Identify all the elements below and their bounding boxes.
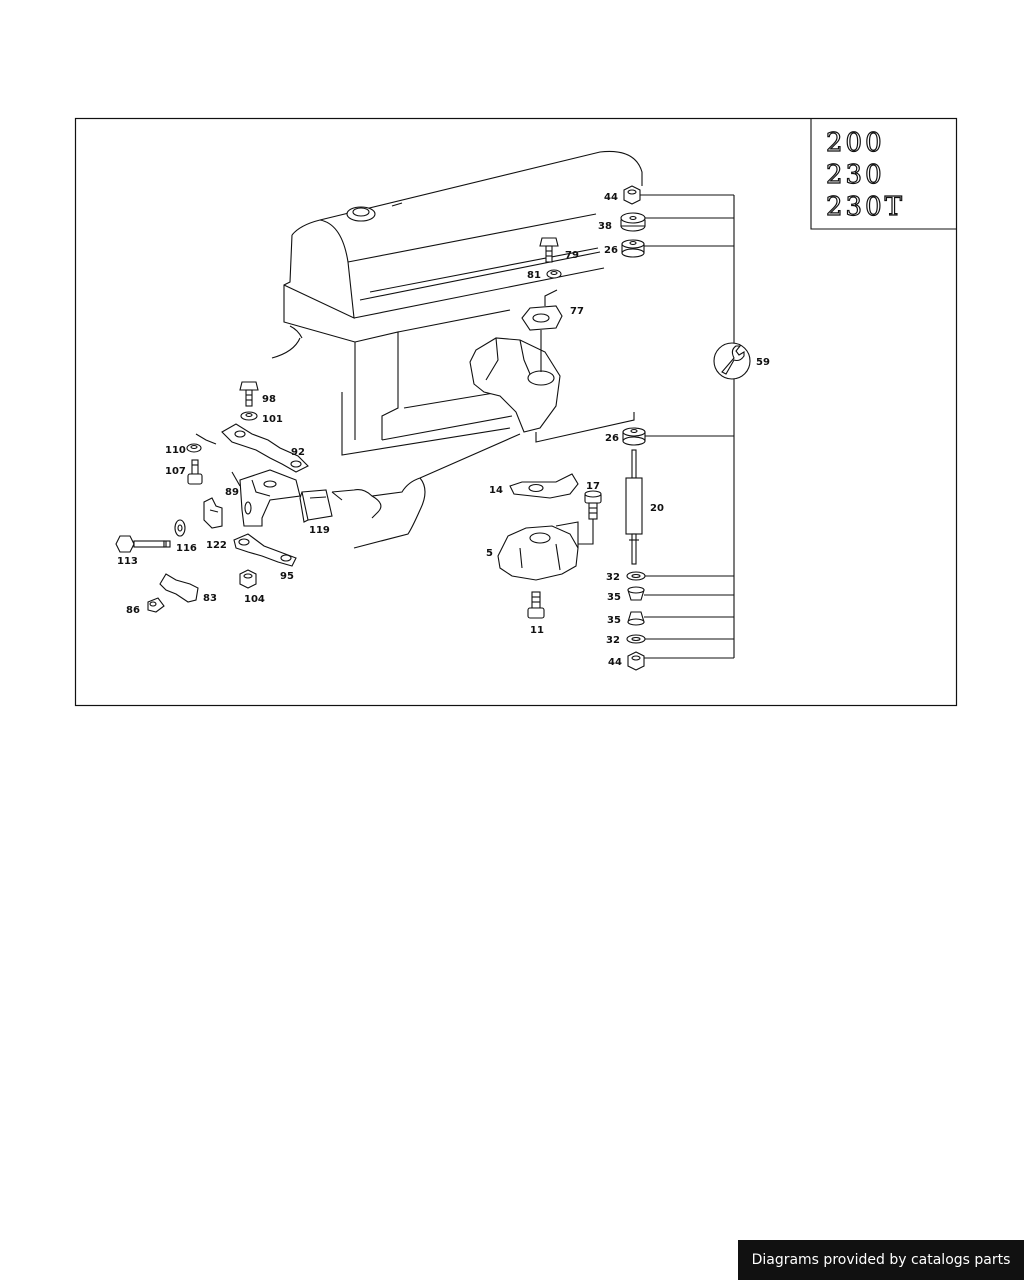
callout-98: 98: [262, 394, 276, 405]
part-77-mount-plate: [521, 289, 563, 331]
part-35-cup-lower: [627, 611, 645, 626]
model-emblem-230t: 230T: [826, 192, 905, 222]
callout-17: 17: [586, 481, 600, 492]
callout-110: 110: [165, 445, 186, 456]
callout-81: 81: [527, 270, 541, 281]
callout-89: 89: [225, 487, 239, 498]
callout-83: 83: [203, 593, 217, 604]
part-32-washer-lower: [626, 634, 646, 644]
callout-32-upper: 32: [606, 572, 620, 583]
part-11-bolt: [527, 591, 545, 619]
wrench-icon: [713, 342, 751, 380]
callout-77: 77: [570, 306, 584, 317]
part-20-shock-absorber: [625, 449, 643, 565]
part-81-washer: [546, 269, 562, 279]
callout-14: 14: [489, 485, 503, 496]
callout-38: 38: [598, 221, 612, 232]
footer-credit: Diagrams provided by catalogs parts: [738, 1240, 1024, 1280]
part-32-washer-upper: [626, 571, 646, 581]
part-122-clip: [203, 497, 223, 529]
callout-11: 11: [530, 625, 544, 636]
callout-79: 79: [565, 250, 579, 261]
part-113-long-bolt: [115, 535, 171, 553]
part-26-bushing-top: [621, 239, 645, 258]
callout-20: 20: [650, 503, 664, 514]
callout-59: 59: [756, 357, 770, 368]
callout-35-upper: 35: [607, 592, 621, 603]
part-14-plate: [509, 473, 579, 499]
callout-95: 95: [280, 571, 294, 582]
callout-86: 86: [126, 605, 140, 616]
model-emblem-200: 200: [826, 128, 885, 158]
engine-block-drawing: [271, 150, 643, 549]
part-35-cup-upper: [627, 586, 645, 601]
part-101-washer: [240, 411, 258, 421]
part-116-washer: [174, 519, 186, 537]
callout-44-bottom: 44: [608, 657, 622, 668]
part-5-engine-mount: [497, 521, 579, 581]
callout-107: 107: [165, 466, 186, 477]
callout-92: 92: [291, 447, 305, 458]
callout-122: 122: [206, 540, 227, 551]
callout-26-top: 26: [604, 245, 618, 256]
part-89-bracket: [231, 469, 301, 527]
callout-116: 116: [176, 543, 197, 554]
part-26-bushing-lower: [622, 427, 646, 446]
part-95-clamp: [233, 533, 297, 567]
engine-mount-bracket: [469, 330, 635, 443]
part-86-bolt: [147, 597, 165, 613]
part-44-nut-top: [623, 185, 641, 205]
part-79-bolt: [539, 237, 559, 263]
part-98-bolt: [239, 381, 259, 407]
callout-113: 113: [117, 556, 138, 567]
part-107-bolt: [187, 459, 203, 485]
part-119-rubber-block: [299, 489, 333, 523]
model-emblem-box: 200 230 230T: [810, 118, 956, 230]
callout-101: 101: [262, 414, 283, 425]
part-17-bolt: [578, 490, 602, 545]
part-104-nut: [239, 569, 257, 589]
part-110-washer: [186, 443, 202, 453]
callout-119: 119: [309, 525, 330, 536]
part-38-rubber-bushing: [620, 212, 646, 232]
part-83-clip-strip: [159, 573, 199, 603]
callout-104: 104: [244, 594, 265, 605]
callout-35-lower: 35: [607, 615, 621, 626]
callout-labels: 44 38 26 79 81 77 59 98 101 92 110 107 8…: [117, 192, 770, 668]
callout-32-lower: 32: [606, 635, 620, 646]
part-44-nut-bottom: [627, 651, 645, 671]
part-92-clamp: [195, 423, 309, 473]
callout-26-lower: 26: [605, 433, 619, 444]
callout-44-top: 44: [604, 192, 618, 203]
callout-5: 5: [486, 548, 493, 559]
kit-bracket-lines: [640, 194, 735, 659]
model-emblem-230: 230: [826, 160, 885, 190]
